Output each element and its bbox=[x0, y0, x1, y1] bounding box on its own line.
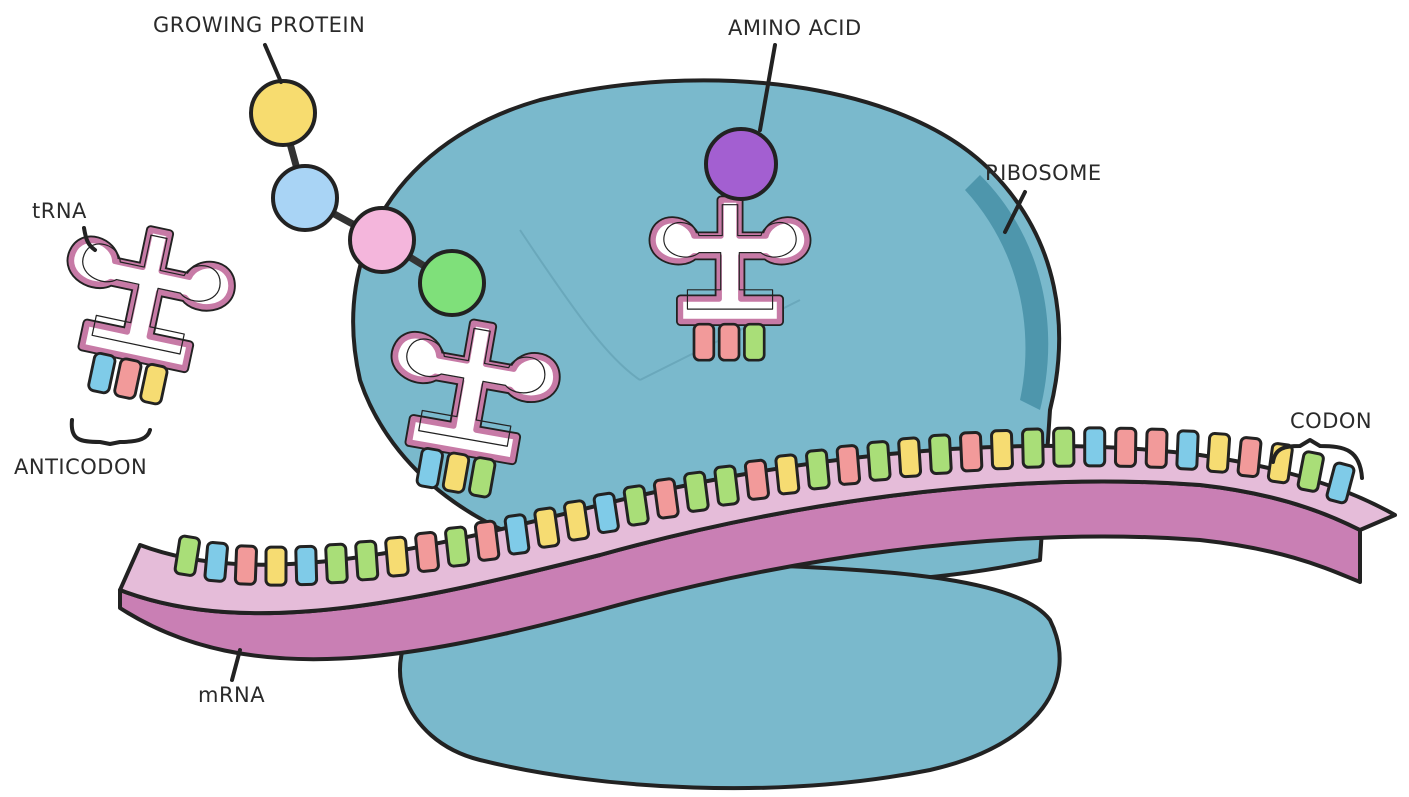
anticodon-base bbox=[442, 452, 469, 493]
anticodon-base bbox=[140, 363, 168, 405]
mrna-base bbox=[415, 532, 439, 572]
anticodon-base bbox=[114, 358, 142, 400]
label-ribosome: RIBOSOME bbox=[985, 161, 1102, 185]
mrna-base bbox=[266, 547, 286, 585]
mrna-base bbox=[355, 541, 378, 580]
anticodon-base bbox=[719, 324, 739, 360]
anticodon-base bbox=[744, 324, 764, 360]
anticodon-base bbox=[416, 448, 443, 489]
label-growing-protein: GROWING PROTEIN bbox=[153, 13, 365, 37]
mrna-base bbox=[505, 514, 530, 554]
mrna-base bbox=[1238, 437, 1262, 477]
mrna-base bbox=[326, 544, 348, 583]
leader-growing-protein bbox=[265, 45, 281, 82]
mrna-base bbox=[929, 435, 951, 474]
mrna-base bbox=[385, 537, 408, 577]
mrna-base bbox=[684, 472, 709, 512]
mrna-base bbox=[564, 500, 589, 541]
mrna-base bbox=[775, 454, 799, 494]
mrna-base bbox=[1177, 431, 1199, 470]
mrna-base bbox=[745, 460, 769, 500]
mrna-base bbox=[445, 527, 469, 567]
amino-acid-purple bbox=[706, 129, 776, 199]
anticodon-base bbox=[469, 457, 496, 498]
mrna-base bbox=[1115, 428, 1136, 466]
anticodon-base bbox=[694, 324, 714, 360]
mrna-base bbox=[1022, 429, 1043, 467]
mrna-base bbox=[806, 450, 829, 490]
anticodon-base bbox=[88, 352, 116, 394]
mrna-base bbox=[1146, 429, 1167, 468]
trna-free bbox=[45, 215, 239, 414]
mrna-base bbox=[174, 535, 200, 576]
mrna-base bbox=[594, 493, 619, 534]
mrna-base bbox=[898, 438, 920, 477]
mrna-base bbox=[960, 432, 982, 471]
mrna-base bbox=[837, 445, 860, 485]
protein-amino-acid-green bbox=[420, 251, 484, 315]
mrna-base bbox=[205, 542, 228, 582]
mrna-base bbox=[534, 507, 559, 547]
mrna-base bbox=[1054, 428, 1074, 466]
mrna-base bbox=[1085, 428, 1105, 466]
protein-amino-acid-yellow bbox=[251, 81, 315, 145]
protein-amino-acid-pink bbox=[350, 208, 414, 272]
bracket-anticodon bbox=[72, 420, 150, 444]
protein-amino-acid-blue bbox=[273, 166, 337, 230]
mrna-base bbox=[714, 466, 738, 506]
label-anticodon: ANTICODON bbox=[14, 455, 147, 479]
mrna-base bbox=[654, 478, 679, 518]
mrna-base bbox=[296, 546, 317, 585]
mrna-base bbox=[624, 485, 649, 525]
mrna-base bbox=[475, 521, 499, 561]
label-codon: CODON bbox=[1290, 409, 1372, 433]
mrna-base bbox=[991, 430, 1012, 469]
mrna-base bbox=[868, 441, 891, 480]
label-mrna: mRNA bbox=[198, 683, 265, 707]
mrna-base bbox=[235, 546, 256, 585]
label-trna: tRNA bbox=[32, 199, 87, 223]
mrna-base bbox=[1207, 433, 1230, 472]
label-amino-acid: AMINO ACID bbox=[728, 16, 862, 40]
